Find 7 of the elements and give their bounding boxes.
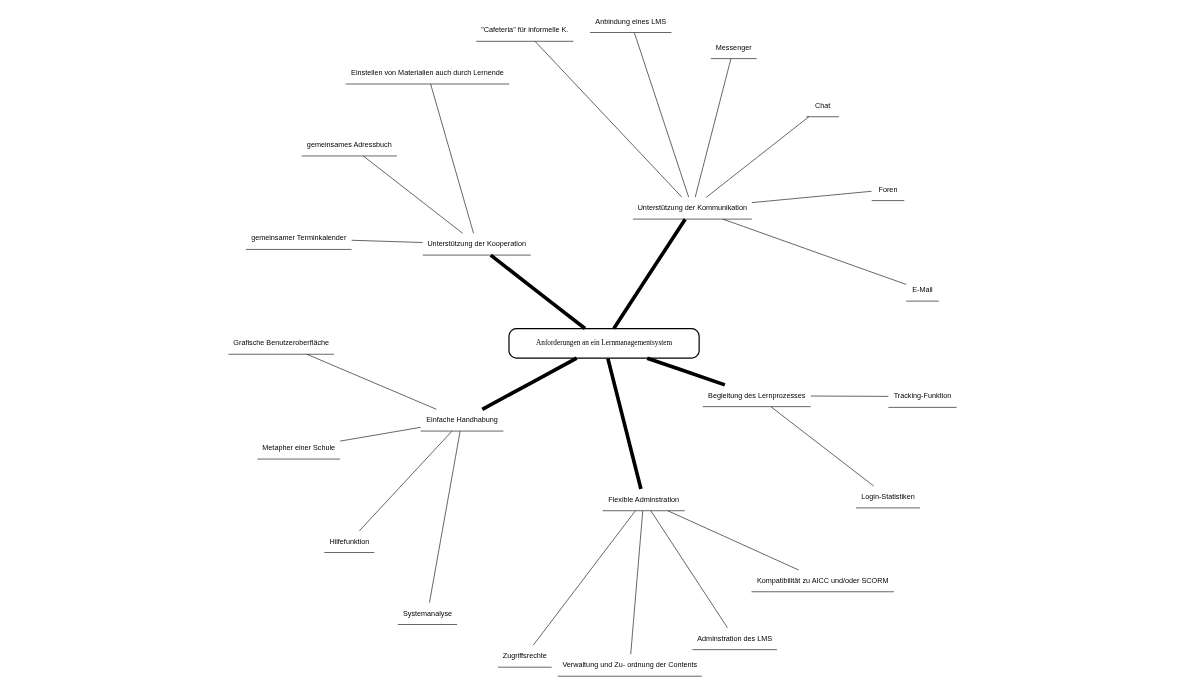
connector [606, 357, 643, 490]
connector [612, 218, 687, 330]
connector [646, 356, 726, 387]
connector [722, 218, 907, 285]
connector [481, 356, 578, 411]
connector [306, 353, 437, 410]
connector [489, 253, 587, 330]
